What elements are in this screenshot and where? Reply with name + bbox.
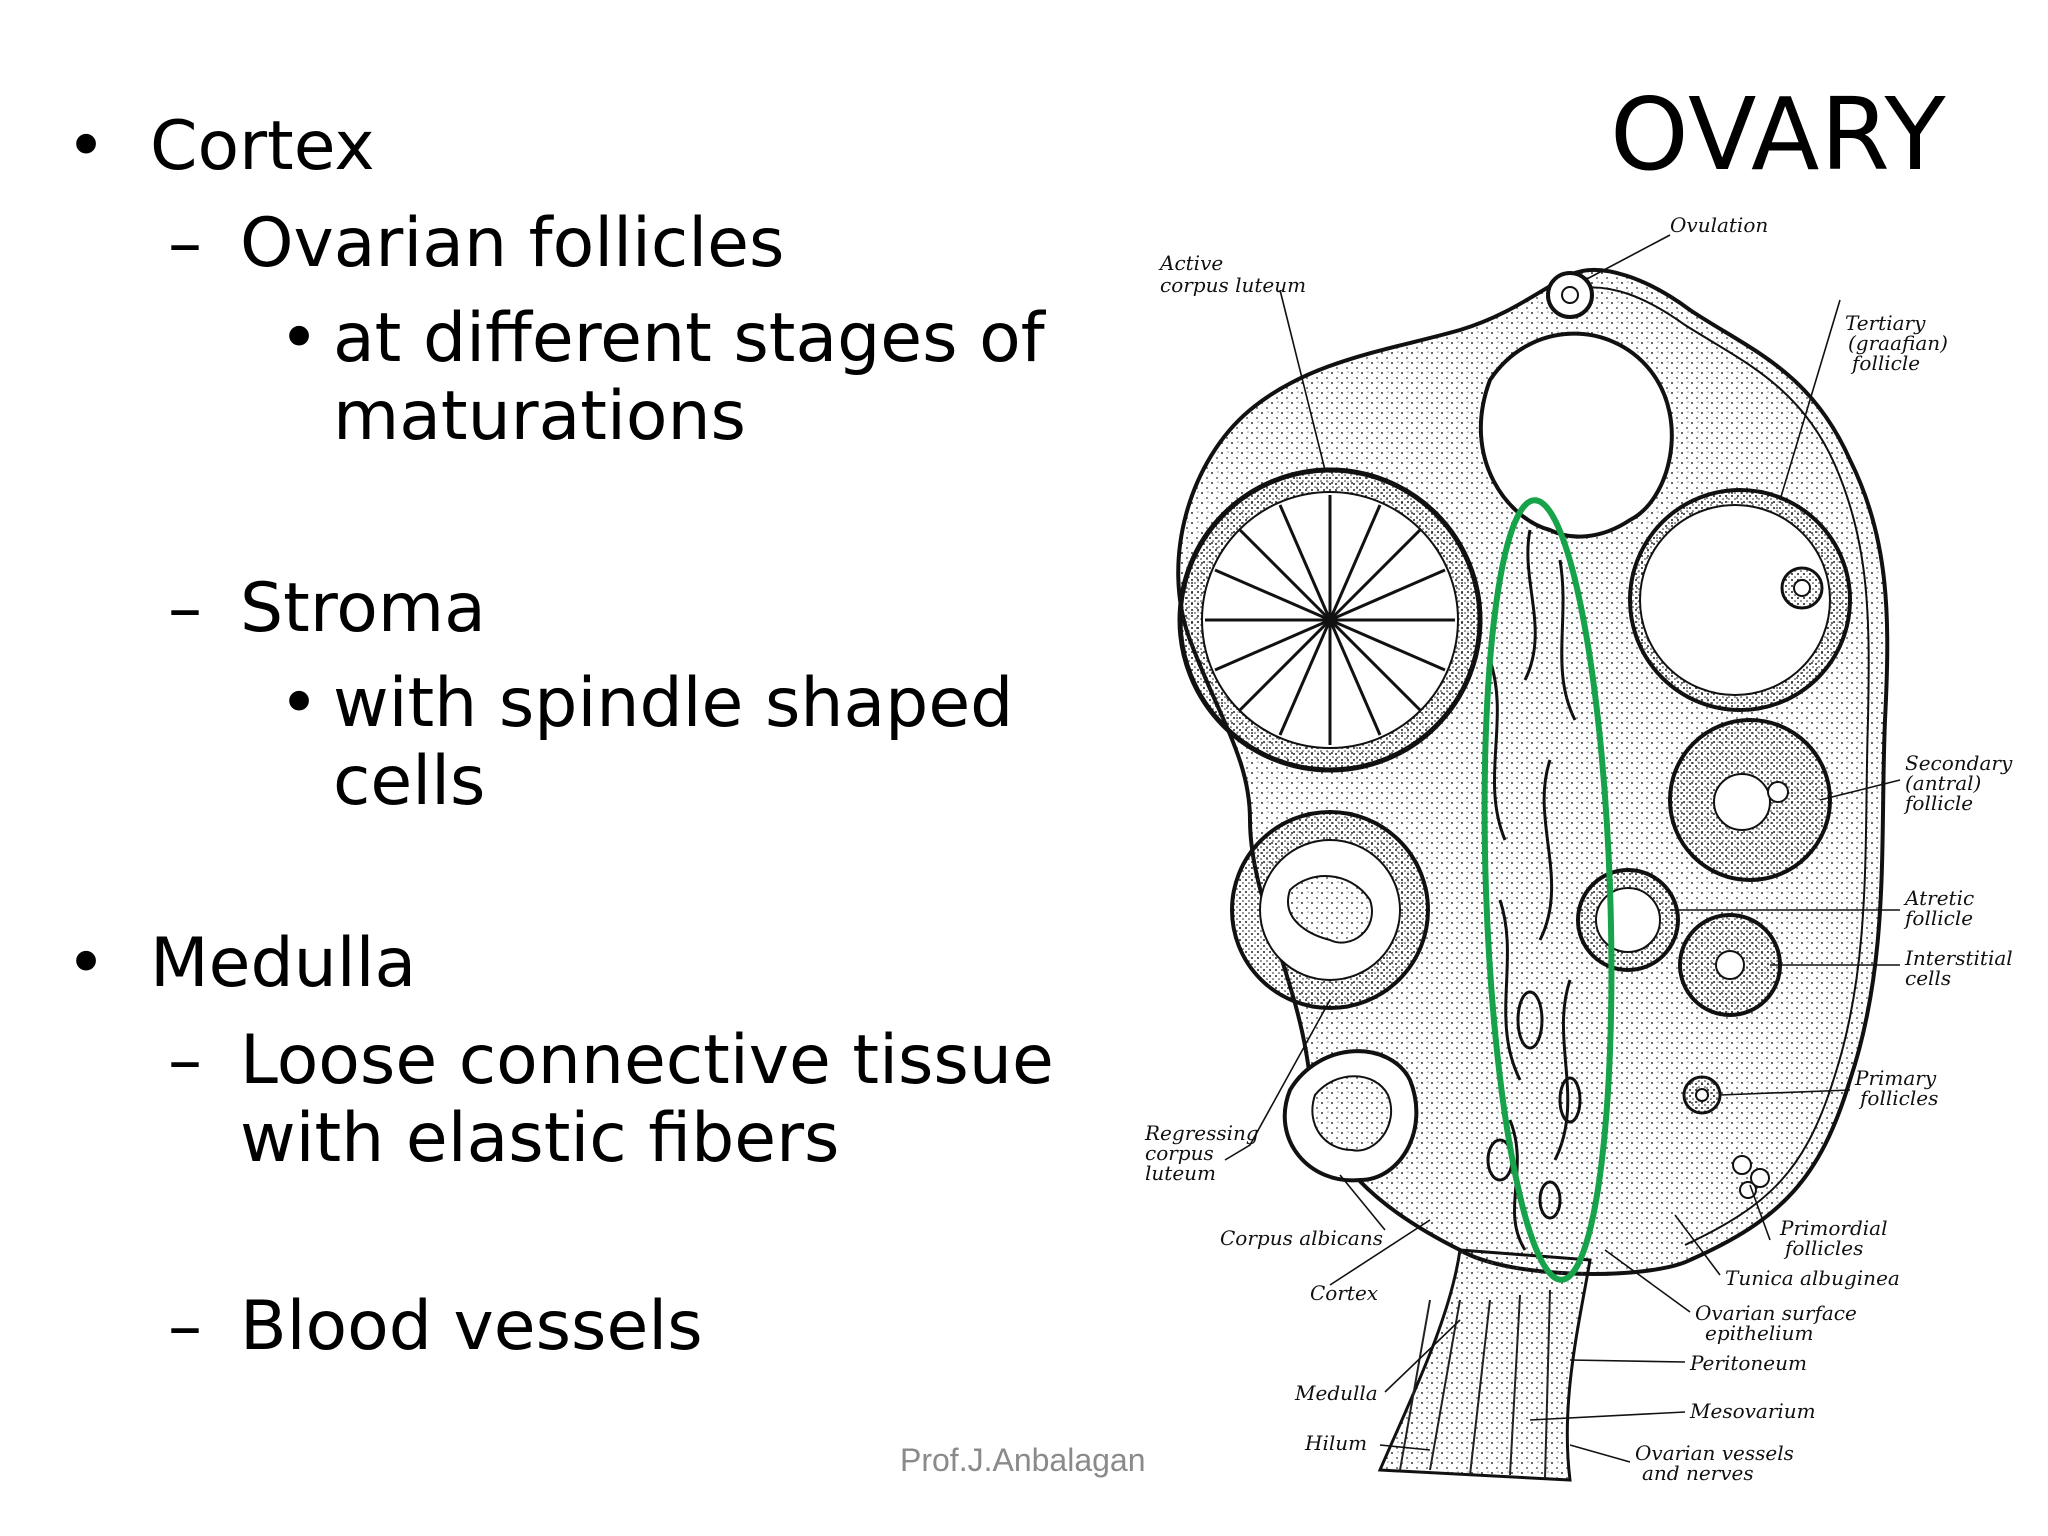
label-atretic-1: Atretic (1903, 886, 1974, 910)
label-interstitial-1: Interstitial (1904, 946, 2013, 970)
label-primordial-1: Primordial (1779, 1216, 1888, 1240)
label-primary-1: Primary (1854, 1066, 1937, 1090)
bullet-text: with elastic fibers (240, 1099, 840, 1178)
dash-mark: – (168, 1021, 202, 1100)
leader-lines (1224, 234, 1901, 1463)
slide-title: OVARY (1610, 76, 1947, 193)
bullet-text: Loose connective tissue (240, 1021, 1054, 1100)
bullet-text: Cortex (150, 107, 375, 186)
bullet-list: • Cortex – Ovarian follicles • at differ… (0, 0, 1060, 1400)
label-secondary-2: (antral) (1905, 771, 1981, 795)
label-regressing-1: Regressing (1144, 1121, 1259, 1145)
label-vessels-1: Ovarian vessels (1635, 1441, 1794, 1465)
label-tertiary-3: follicle (1850, 351, 1920, 375)
label-tunica: Tunica albuginea (1725, 1266, 1900, 1290)
label-primary-2: follicles (1858, 1086, 1938, 1110)
label-hilum: Hilum (1304, 1431, 1367, 1455)
dash-mark: – (168, 204, 202, 283)
label-interstitial-2: cells (1905, 966, 1951, 990)
vessel-lines (1399, 1289, 1551, 1479)
footer-credit: Prof.J.Anbalagan (900, 1442, 1146, 1478)
bullet-text: Stroma (240, 569, 486, 648)
label-active-corpus-luteum-2: corpus luteum (1160, 273, 1306, 297)
label-surface-2: epithelium (1705, 1321, 1813, 1345)
tertiary-follicle (1628, 488, 1852, 712)
label-vessels-2: and nerves (1642, 1461, 1754, 1485)
ruptured-follicle (1478, 331, 1674, 539)
label-secondary-3: follicle (1903, 791, 1973, 815)
hilum-vessels (1377, 1248, 1592, 1482)
label-active-corpus-luteum-1: Active (1158, 251, 1223, 275)
bullet-loose-tissue: – Loose connective tissue (168, 1021, 1054, 1100)
bullet-loose-tissue-cont: with elastic fibers (240, 1099, 840, 1178)
bullet-text: with spindle shaped (333, 664, 1014, 743)
ovary-diagram: Ovulation Active corpus luteum Tertiary … (1144, 213, 2013, 1485)
secondary-follicle (1668, 718, 1832, 882)
bullet-text: cells (333, 742, 486, 821)
atretic-follicle (1576, 868, 1680, 972)
bullet-follicles-detail-cont: maturations (333, 377, 746, 456)
label-primordial-2: follicles (1783, 1236, 1863, 1260)
primordial-follicles (1732, 1155, 1770, 1199)
label-peritoneum: Peritoneum (1689, 1351, 1807, 1375)
label-corpus-albicans: Corpus albicans (1220, 1226, 1383, 1250)
label-mesovarium: Mesovarium (1689, 1399, 1816, 1423)
dash-mark: – (168, 569, 202, 648)
bullet-text: Blood vessels (240, 1287, 703, 1366)
label-tertiary-1: Tertiary (1845, 311, 1926, 335)
ovulating-oocyte (1546, 271, 1594, 319)
label-secondary-1: Secondary (1905, 751, 2013, 775)
bullet-text: Ovarian follicles (240, 204, 785, 283)
bullet-follicles-detail: • at different stages of (279, 299, 1045, 378)
bullet-mark: • (279, 664, 320, 743)
bullet-stroma-detail-cont: cells (333, 742, 486, 821)
bullet-medulla: • Medulla (66, 924, 417, 1003)
label-atretic-2: follicle (1903, 906, 1973, 930)
bullet-ovarian-follicles: – Ovarian follicles (168, 204, 785, 283)
bullet-mark: • (66, 924, 107, 1003)
label-regressing-3: luteum (1145, 1161, 1216, 1185)
label-tertiary-2: (graafian) (1848, 331, 1948, 355)
diagram-labels: Ovulation Active corpus luteum Tertiary … (1144, 213, 2013, 1485)
regressing-corpus-luteum (1230, 810, 1430, 1010)
label-surface-1: Ovarian surface (1695, 1301, 1857, 1325)
bullet-text: at different stages of (333, 299, 1045, 378)
bullet-stroma-detail: • with spindle shaped (279, 664, 1014, 743)
corpus-albicans (1282, 1049, 1419, 1183)
bullet-mark: • (66, 107, 107, 186)
label-regressing-2: corpus (1145, 1141, 1214, 1165)
bullet-blood-vessels: – Blood vessels (168, 1287, 703, 1366)
bullet-text: Medulla (150, 924, 417, 1003)
label-medulla: Medulla (1294, 1381, 1378, 1405)
active-corpus-luteum (1177, 467, 1483, 773)
label-ovulation: Ovulation (1670, 213, 1768, 237)
bullet-mark: • (279, 299, 320, 378)
bullet-cortex: • Cortex (66, 107, 375, 186)
medulla-highlight-ellipse (1481, 497, 1615, 1283)
bullet-text: maturations (333, 377, 746, 456)
label-cortex: Cortex (1310, 1281, 1378, 1305)
dash-mark: – (168, 1287, 202, 1366)
bullet-stroma: – Stroma (168, 569, 486, 648)
primary-follicle-large (1678, 913, 1782, 1017)
primary-follicle-small (1682, 1075, 1722, 1115)
tunica-albuginea-line (1569, 286, 1870, 1246)
medulla-vessels (1486, 529, 1582, 1251)
